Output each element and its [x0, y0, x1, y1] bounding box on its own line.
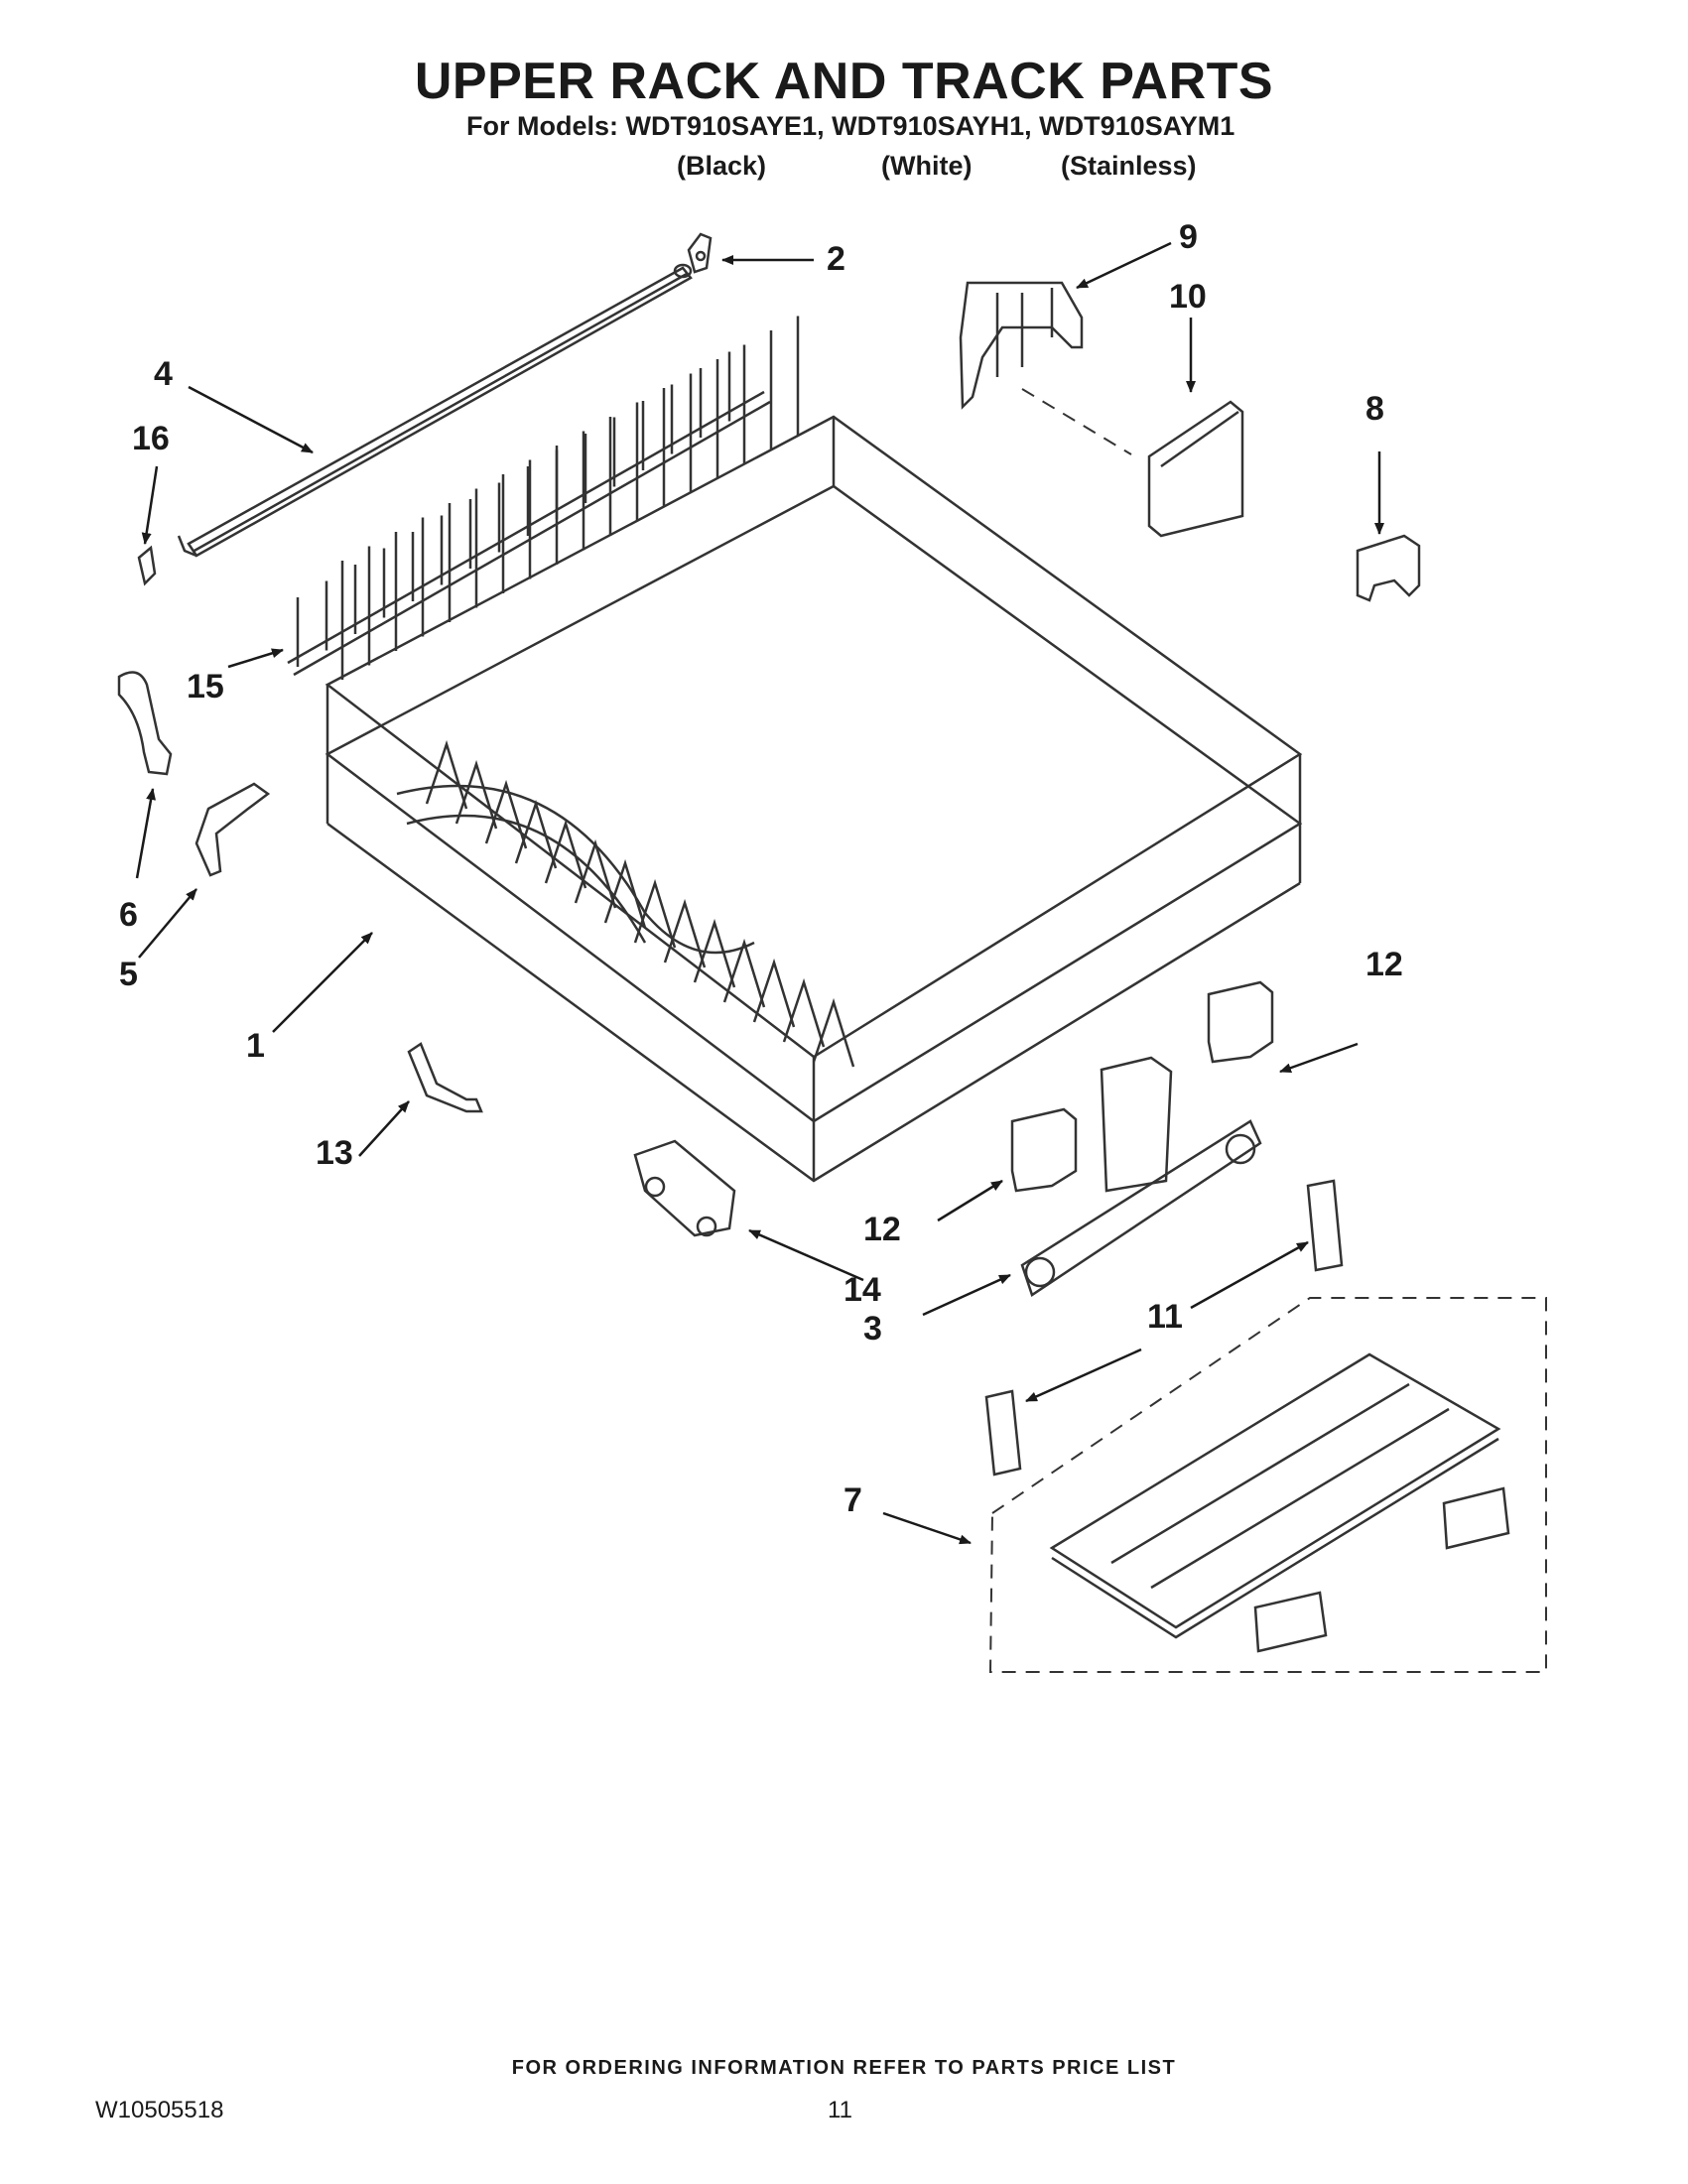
page-number: 11: [828, 2097, 852, 2123]
rail-end-bracket: [687, 232, 713, 274]
callout-14: 14: [844, 1271, 881, 1309]
rack-tine: [574, 838, 617, 909]
ordering-note: FOR ORDERING INFORMATION REFER TO PARTS …: [511, 2057, 1177, 2079]
callout-4: 4: [154, 355, 173, 393]
callout-9: 9: [1179, 218, 1198, 256]
callout-13: 13: [316, 1134, 353, 1172]
rack-tine: [514, 799, 558, 869]
adjuster-track-assembly: [1020, 1056, 1262, 1297]
callout-16: 16: [132, 420, 170, 457]
rack-tine: [663, 898, 707, 968]
rack-slide-pin-left: [984, 1389, 1022, 1477]
callout-3: 3: [863, 1310, 882, 1348]
rack-tine: [544, 819, 587, 889]
rack-tine: [693, 918, 736, 988]
shelf-clip-right: [1442, 1486, 1510, 1550]
upper-rack-basket: [325, 316, 1303, 1183]
wheel-carrier-left: [633, 1139, 736, 1237]
rail-end-cap: [137, 545, 157, 586]
rack-tine: [633, 878, 677, 949]
upper-rack-rail: [177, 263, 693, 558]
callout-8: 8: [1365, 390, 1384, 428]
callout-1: 1: [246, 1027, 265, 1065]
rack-tine: [484, 779, 528, 849]
slide-clip-lower: [1010, 1107, 1078, 1193]
callout-12-upper: 12: [1365, 946, 1403, 983]
callout-5: 5: [119, 956, 138, 993]
callout-12-lower: 12: [863, 1211, 901, 1248]
callout-15: 15: [187, 668, 224, 706]
cup-shelf: [1049, 1352, 1501, 1639]
track-stop-clip: [1356, 534, 1421, 602]
adjuster-cover: [195, 782, 271, 877]
rack-tine: [782, 977, 826, 1048]
variant-stainless: (Stainless): [1061, 151, 1197, 181]
rack-tine: [454, 759, 498, 830]
page-title: UPPER RACK AND TRACK PARTS: [414, 53, 1274, 110]
callout-7: 7: [844, 1481, 862, 1519]
callout-arrows: [135, 241, 1384, 1545]
variant-white: (White): [881, 151, 973, 181]
rack-tine: [722, 938, 766, 1008]
dashed-link-9-10: [1021, 388, 1132, 455]
rack-stop-clip: [1147, 400, 1244, 538]
callout-2: 2: [827, 240, 845, 278]
callout-11: 11: [1147, 1298, 1183, 1336]
rack-tine: [603, 858, 647, 929]
tine-row-clip: [959, 281, 1084, 410]
callout-6: 6: [119, 896, 138, 934]
rack-adjuster-lever: [117, 671, 173, 776]
cup-shelf-box: [988, 1297, 1547, 1673]
rack-slide-pin-right: [1306, 1179, 1344, 1272]
slide-clip-upper: [1207, 980, 1274, 1064]
document-number: W10505518: [95, 2097, 224, 2123]
shelf-clip-left: [1253, 1591, 1328, 1653]
rack-tine: [812, 997, 855, 1068]
models-line: For Models: WDT910SAYE1, WDT910SAYH1, WD…: [466, 111, 1235, 141]
positioner-left: [407, 1042, 483, 1113]
rack-tine: [425, 739, 468, 810]
callout-10: 10: [1169, 278, 1207, 316]
variant-black: (Black): [677, 151, 767, 181]
rack-tine: [752, 958, 796, 1028]
